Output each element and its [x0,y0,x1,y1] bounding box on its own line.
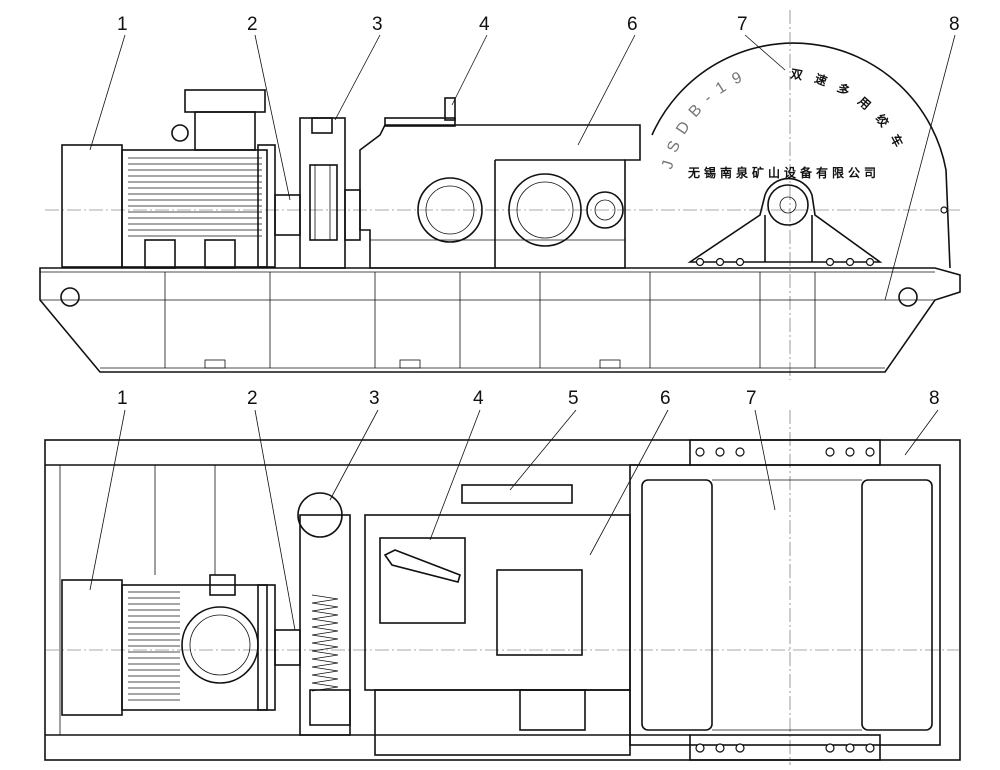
callout-1-motor: 1 [117,388,128,409]
gearbox [359,97,641,269]
brake [299,117,361,269]
plan-view [44,410,961,765]
bolt [845,743,855,753]
base-frame [39,267,961,373]
leader-line [884,34,956,301]
callout-7-drum: 7 [746,388,757,409]
callout-3-brake: 3 [369,388,380,409]
bolt [715,447,725,457]
bolt [825,447,835,457]
bearing-pedestal [687,177,883,267]
gearbox-plan [364,484,631,756]
callout-1-motor: 1 [117,14,128,35]
callout-4-lever: 4 [479,14,490,35]
callout-3-brake: 3 [372,14,383,35]
leader-line [89,34,126,151]
callout-6-gearbox: 6 [627,14,638,35]
callout-2-coupling: 2 [247,388,258,409]
bolt [865,257,875,267]
leader-line [89,409,126,591]
bolt [825,743,835,753]
leader-line [334,34,381,121]
elevation-callouts: 1 2 3 4 6 7 8 [117,14,960,35]
drum-model-text: JSDB-19 [659,65,753,171]
bolt [735,743,745,753]
callout-5-clutch: 5 [568,388,579,409]
callout-6-gearbox: 6 [660,388,671,409]
leader-line [329,409,379,501]
callout-leaders [89,34,956,631]
plan-callouts: 1 2 3 4 5 6 7 8 [117,388,940,409]
leader-line [904,409,939,456]
coupling [274,194,301,236]
motor [61,89,276,269]
callout-8-frame: 8 [929,388,940,409]
callout-8-frame: 8 [949,14,960,35]
leader-line [254,34,291,201]
leader-line [254,409,296,631]
drum-side: JSDB-19 双速多用绞车 无锡南泉矿山设备有限公司 [45,10,960,380]
callout-7-drum: 7 [737,14,748,35]
bolt [735,447,745,457]
motor-plan [61,574,276,716]
callout-2-coupling: 2 [247,14,258,35]
bolt [715,257,725,267]
leader-line [509,409,577,491]
leader-line [744,34,786,71]
drum-company-name: 无锡南泉矿山设备有限公司 [687,165,880,180]
leader-line [577,34,636,146]
bolt [845,447,855,457]
coupling-plan [274,629,301,666]
leader-line [429,409,481,541]
bolt [825,257,835,267]
drum-plan [629,439,941,761]
leader-line [754,409,776,511]
bolt [865,743,875,753]
elevation-view: JSDB-19 双速多用绞车 无锡南泉矿山设备有限公司 [39,10,961,380]
bolt [695,257,705,267]
plan-frame [44,439,961,761]
leader-line [589,409,669,556]
bolt [715,743,725,753]
bolt [735,257,745,267]
bolt [695,447,705,457]
bolt [865,447,875,457]
bolt [695,743,705,753]
callout-4-lever: 4 [473,388,484,409]
leader-line [451,34,488,106]
brake-plan [297,492,351,736]
bolt [845,257,855,267]
